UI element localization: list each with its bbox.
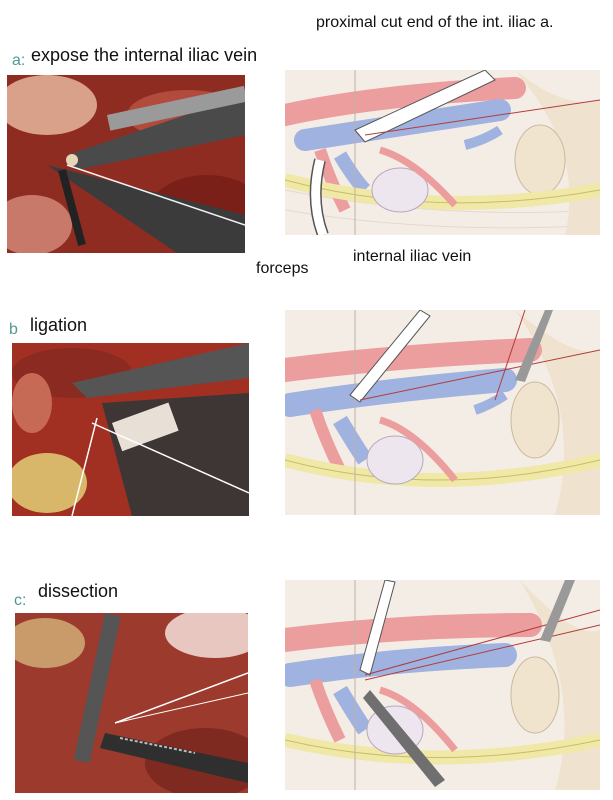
panel-b-title: ligation (30, 315, 88, 335)
panel-a-letter: a: (12, 52, 26, 69)
panel-a-title: expose the internal iliac vein (31, 45, 258, 65)
panel-c-letter: c: (14, 592, 27, 609)
panel-b-letter: b (9, 321, 18, 338)
anatomical-illustration (285, 310, 600, 515)
anatomical-illustration (285, 580, 600, 790)
panel-c: c: dissection (0, 570, 613, 800)
laparoscopic-photo (12, 343, 249, 516)
callout-forceps: forceps (256, 260, 309, 277)
callout-proximal-cut-end: proximal cut end of the int. iliac a. (316, 14, 554, 31)
callout-internal-iliac-vein: internal iliac vein (353, 248, 472, 265)
panel-c-title: dissection (38, 581, 119, 601)
laparoscopic-photo (7, 75, 245, 253)
panel-a: a: expose the internal iliac vein proxim… (0, 0, 613, 280)
laparoscopic-photo (15, 613, 248, 793)
anatomical-illustration (285, 70, 600, 235)
panel-b: b ligation (0, 285, 613, 530)
